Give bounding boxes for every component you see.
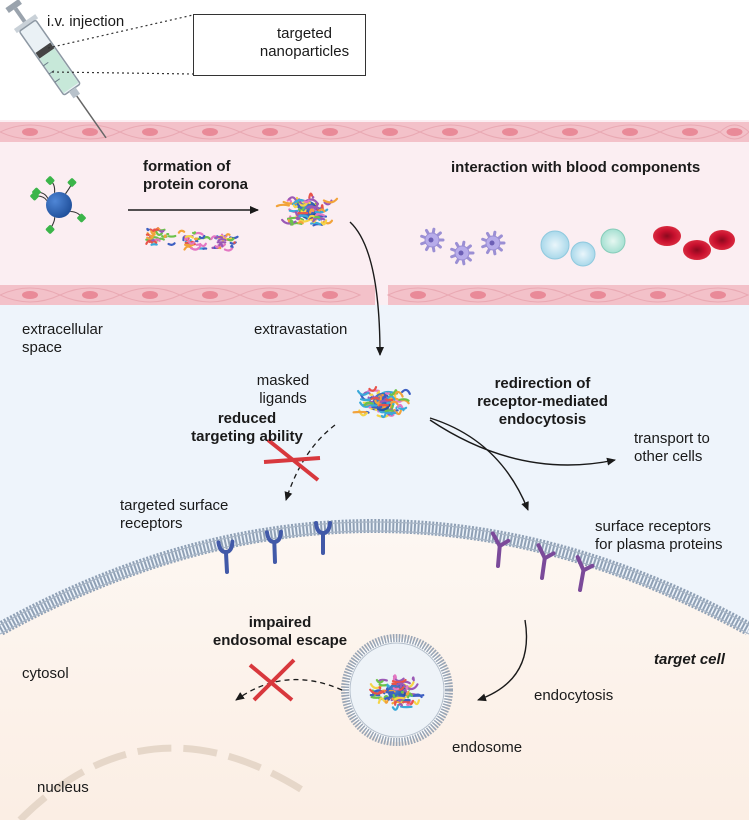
- extravastation-label: extravastation: [254, 321, 348, 338]
- platelet-icon: [481, 230, 506, 256]
- platelet-icon: [420, 227, 445, 253]
- endothelium-top: [0, 122, 749, 142]
- transport-line2: other cells: [634, 448, 703, 465]
- endosome-icon: [341, 634, 453, 746]
- redirection-label: redirection of receptor-mediated endocyt…: [455, 375, 630, 429]
- legend-label-line1: targeted: [276, 25, 333, 42]
- endocytosis-arrow: [477, 619, 528, 702]
- targeted-receptors-line2: receptors: [120, 515, 183, 532]
- blood-components-label: interaction with blood components: [451, 159, 701, 176]
- cell-membrane: [0, 519, 749, 636]
- endosome-label: endosome: [452, 739, 523, 756]
- corona-nanoparticle-icon: [352, 386, 411, 419]
- top-background: [0, 0, 749, 120]
- targeted-receptor-icon: [314, 521, 332, 555]
- targeted-receptor-icon: [264, 529, 283, 564]
- masked-ligands-label: masked ligands: [243, 372, 323, 408]
- red-blood-cell-icon: [709, 230, 735, 250]
- nucleus-label: nucleus: [37, 779, 89, 796]
- corona-formation-line2: protein corona: [143, 176, 249, 193]
- transport-line1: transport to: [634, 430, 710, 447]
- endosomal-escape-line2: endosomal escape: [212, 632, 348, 649]
- endosomal-escape-label: impaired endosomal escape: [195, 614, 365, 650]
- zoom-line-bottom: [51, 71, 194, 75]
- plasma-protein-icon: [177, 229, 212, 251]
- extracellular-line2: space: [22, 339, 63, 356]
- endocytosis-label: endocytosis: [534, 687, 614, 704]
- plasma-protein-icon: [145, 227, 177, 246]
- injection-label: i.v. injection: [47, 13, 125, 30]
- reduced-targeting-label: reduced targeting ability: [172, 410, 322, 446]
- extracellular-line1: extracellular: [22, 321, 103, 338]
- reduced-targeting-line1: reduced: [217, 410, 277, 427]
- legend-label: targeted nanoparticles: [252, 25, 357, 61]
- targeted-receptors-label: targeted surface receptors: [120, 497, 228, 533]
- cytosol-label: cytosol: [22, 665, 69, 682]
- nanoparticle-icon: [30, 176, 86, 234]
- red-blood-cell-icon: [653, 226, 681, 246]
- legend-label-line2: nanoparticles: [259, 43, 350, 60]
- corona-formation-label: formation of protein corona: [143, 158, 248, 194]
- extravastation-arrow: [349, 221, 384, 356]
- corona-formation-line1: formation of: [143, 158, 231, 175]
- plasma-receptor-icon: [490, 531, 511, 568]
- escape-arrow: [235, 679, 343, 701]
- masked-ligands-line1: masked: [256, 372, 310, 389]
- red-blood-cell-icon: [683, 240, 711, 260]
- blocked-cross-icon: [263, 438, 321, 482]
- platelet-icon: [450, 240, 475, 266]
- leukocyte-icon: [600, 228, 626, 254]
- extracellular-space-label: extracellular space: [22, 321, 103, 357]
- redirection-line3: endocytosis: [498, 411, 587, 428]
- plasma-receptors-label: surface receptors for plasma proteins: [595, 518, 723, 554]
- plasma-receptor-arrow: [429, 417, 529, 511]
- masked-ligands-line2: ligands: [259, 390, 307, 407]
- vessel-lumen: [0, 120, 749, 305]
- redirection-line1: redirection of: [494, 375, 591, 392]
- target-cell-label: target cell: [654, 651, 725, 668]
- syringe-icon: [5, 0, 107, 139]
- nucleus-envelope: [17, 744, 312, 820]
- targeted-receptors-line1: targeted surface: [120, 497, 229, 514]
- corona-nanoparticle-icon: [275, 192, 339, 227]
- plasma-protein-icon: [210, 233, 239, 252]
- endothelium-bottom: [0, 285, 749, 305]
- transport-label: transport to other cells: [634, 430, 710, 466]
- transport-arrow: [429, 419, 616, 466]
- plasma-receptor-icon: [575, 555, 595, 592]
- leukocyte-icon: [570, 241, 596, 267]
- redirection-line2: receptor-mediated: [477, 393, 608, 410]
- plasma-receptors-line2: for plasma proteins: [595, 536, 723, 553]
- plasma-receptors-line1: surface receptors: [595, 518, 711, 535]
- blocked-escape-cross-icon: [248, 658, 296, 702]
- reduced-targeting-line2: targeting ability: [191, 428, 303, 445]
- legend-box: [193, 14, 366, 76]
- plasma-receptor-icon: [536, 543, 556, 580]
- endosomal-escape-line1: impaired: [248, 614, 312, 631]
- leukocyte-icon: [540, 230, 570, 260]
- targeted-receptor-icon: [216, 539, 235, 574]
